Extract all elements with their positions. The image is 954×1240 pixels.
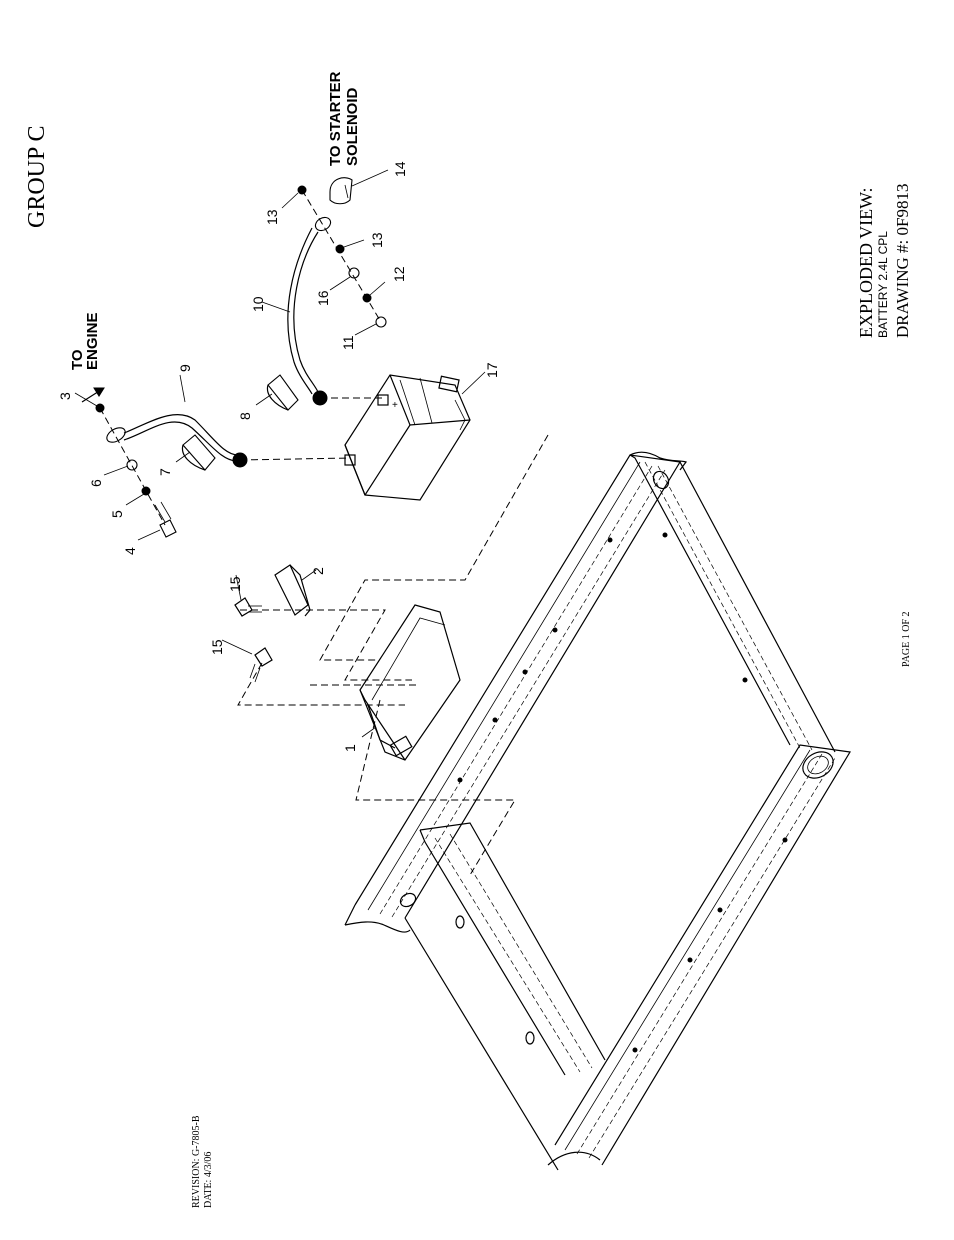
part-4-bolt [154,501,177,538]
revision-number: REVISION: G-7805-B [191,1115,202,1208]
part-6-washer [126,459,138,471]
part-label-4: 4 [122,547,138,555]
part-17-battery: + [344,374,471,501]
part-label-14: 14 [392,161,408,177]
to-starter-line-2: SOLENOID [344,87,361,166]
part-label-11: 11 [340,335,356,350]
revision-date: DATE: 4/3/06 [203,1152,214,1208]
part-15-bolt-b [249,647,273,683]
part-15-bolt-a [234,597,262,617]
part-14-solenoid-boot [329,177,353,205]
part-labels: 1 2 3 4 5 6 7 8 9 10 11 12 13 13 14 15 1… [57,161,500,752]
part-label-15a: 15 [227,576,243,592]
part-11-nut [375,316,387,328]
part-label-7: 7 [157,468,173,476]
to-engine-callout: TO ENGINE [69,312,105,403]
part-label-2: 2 [310,567,326,575]
to-starter-callout: TO STARTER SOLENOID [327,71,361,166]
battery-plus-mark: + [392,400,398,411]
revision-block: REVISION: G-7805-B DATE: 4/3/06 [191,1115,214,1208]
part-label-3: 3 [57,392,73,400]
title-line-2: BATTERY 2.4L CPL [876,231,890,338]
part-label-12: 12 [391,266,407,282]
part-label-10: 10 [250,296,266,312]
part-label-15b: 15 [209,639,225,655]
to-engine-line-1: TO [69,349,86,370]
arrow-head-icon [93,387,105,397]
part-label-6: 6 [88,479,104,487]
part-9-negative-cable [106,414,248,468]
part-2-hold-down-clamp [274,564,311,617]
part-label-5: 5 [109,510,125,518]
group-title: GROUP C [24,126,50,228]
part-1-battery-tray [359,604,461,761]
part-label-13a: 13 [369,232,385,248]
part-label-13b: 13 [264,209,280,225]
title-line-1: EXPLODED VIEW: [856,188,876,338]
base-frame [344,451,851,1171]
part-label-8: 8 [237,412,253,420]
page-number: PAGE 1 OF 2 [901,612,912,667]
part-label-1: 1 [342,744,358,752]
to-engine-line-2: ENGINE [84,312,101,370]
part-7-terminal-boot [181,434,216,471]
part-label-17: 17 [484,362,500,378]
part-8-terminal-boot [266,374,299,411]
title-line-3: DRAWING #: 0F9813 [893,184,912,338]
part-16-washer [348,267,360,279]
title-block: EXPLODED VIEW: BATTERY 2.4L CPL DRAWING … [856,184,912,338]
to-starter-line-1: TO STARTER [327,71,344,166]
part-label-9: 9 [177,364,193,372]
part-label-16: 16 [315,290,331,306]
assembly-centerlines [99,189,549,876]
part-10-positive-cable [287,216,332,406]
